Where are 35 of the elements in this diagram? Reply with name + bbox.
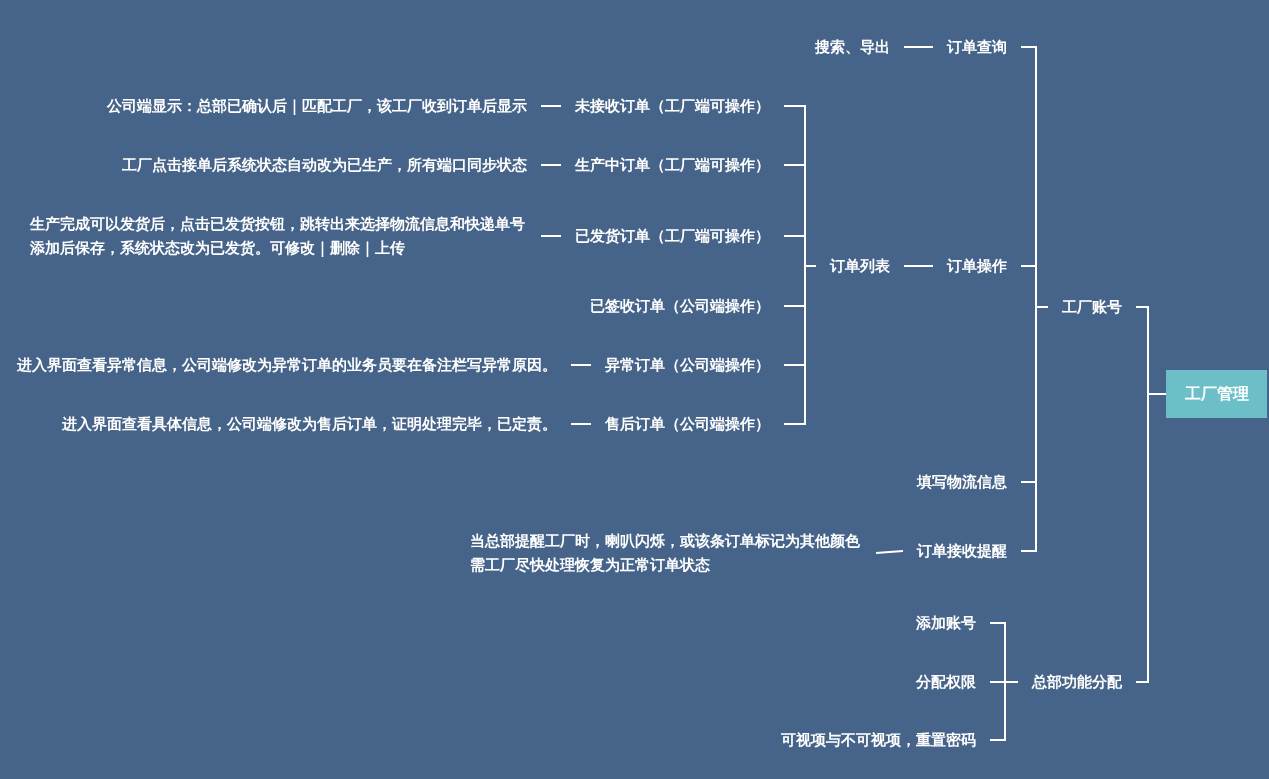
topic-text: 售后订单（公司端操作） <box>591 412 784 436</box>
connector-line <box>540 164 562 166</box>
topic-text: 搜索、导出 <box>801 35 904 59</box>
connector-line <box>903 46 934 48</box>
topic-text: 添加账号 <box>902 611 990 635</box>
topic-text: 进入界面查看具体信息，公司端修改为售后订单，证明处理完毕，已定责。 <box>48 412 571 436</box>
topic-text: 订单接收提醒 <box>903 539 1021 563</box>
topic-text: 工厂点击接单后系统状态自动改为已生产，所有端口同步状态 <box>108 153 541 177</box>
connector-line <box>903 265 934 267</box>
topic-text: 生产完成可以发货后，点击已发货按钮，跳转出来选择物流信息和快递单号添加后保存，系统状态改为已发货。可修改｜删除｜上传 <box>16 212 541 260</box>
connector-line <box>989 681 1019 741</box>
topic-text: 已签收订单（公司端操作） <box>576 294 784 318</box>
topic-text: 订单列表 <box>816 254 904 278</box>
topic-text: 总部功能分配 <box>1018 670 1136 694</box>
root-topic-box: 工厂管理 <box>1166 370 1267 418</box>
topic-text: 订单查询 <box>933 35 1021 59</box>
connector-line <box>1135 393 1167 683</box>
connector-line <box>540 235 562 237</box>
topic-text: 已发货订单（工厂端可操作） <box>561 224 784 248</box>
topic-text: 订单操作 <box>933 254 1021 278</box>
topic-text: 工厂账号 <box>1048 295 1136 319</box>
topic-text: 异常订单（公司端操作） <box>591 353 784 377</box>
connector-line <box>1020 306 1049 552</box>
topic-text: 未接收订单（工厂端可操作） <box>561 94 784 118</box>
connector-line <box>540 105 562 107</box>
connector-line <box>570 364 592 366</box>
topic-text: 可视项与不可视项，重置密码 <box>767 728 990 752</box>
connector-line <box>875 550 904 554</box>
topic-text: 生产中订单（工厂端可操作） <box>561 153 784 177</box>
topic-text: 公司端显示：总部已确认后｜匹配工厂，该工厂收到订单后显示 <box>93 94 541 118</box>
topic-text: 填写物流信息 <box>903 470 1021 494</box>
connector-line <box>570 423 592 425</box>
topic-text: 当总部提醒工厂时，喇叭闪烁，或该条订单标记为其他颜色需工厂尽快处理恢复为正常订单状态 <box>456 529 876 577</box>
topic-text: 进入界面查看异常信息，公司端修改为异常订单的业务员要在备注栏写异常原因。 <box>3 353 571 377</box>
topic-text: 分配权限 <box>902 670 990 694</box>
